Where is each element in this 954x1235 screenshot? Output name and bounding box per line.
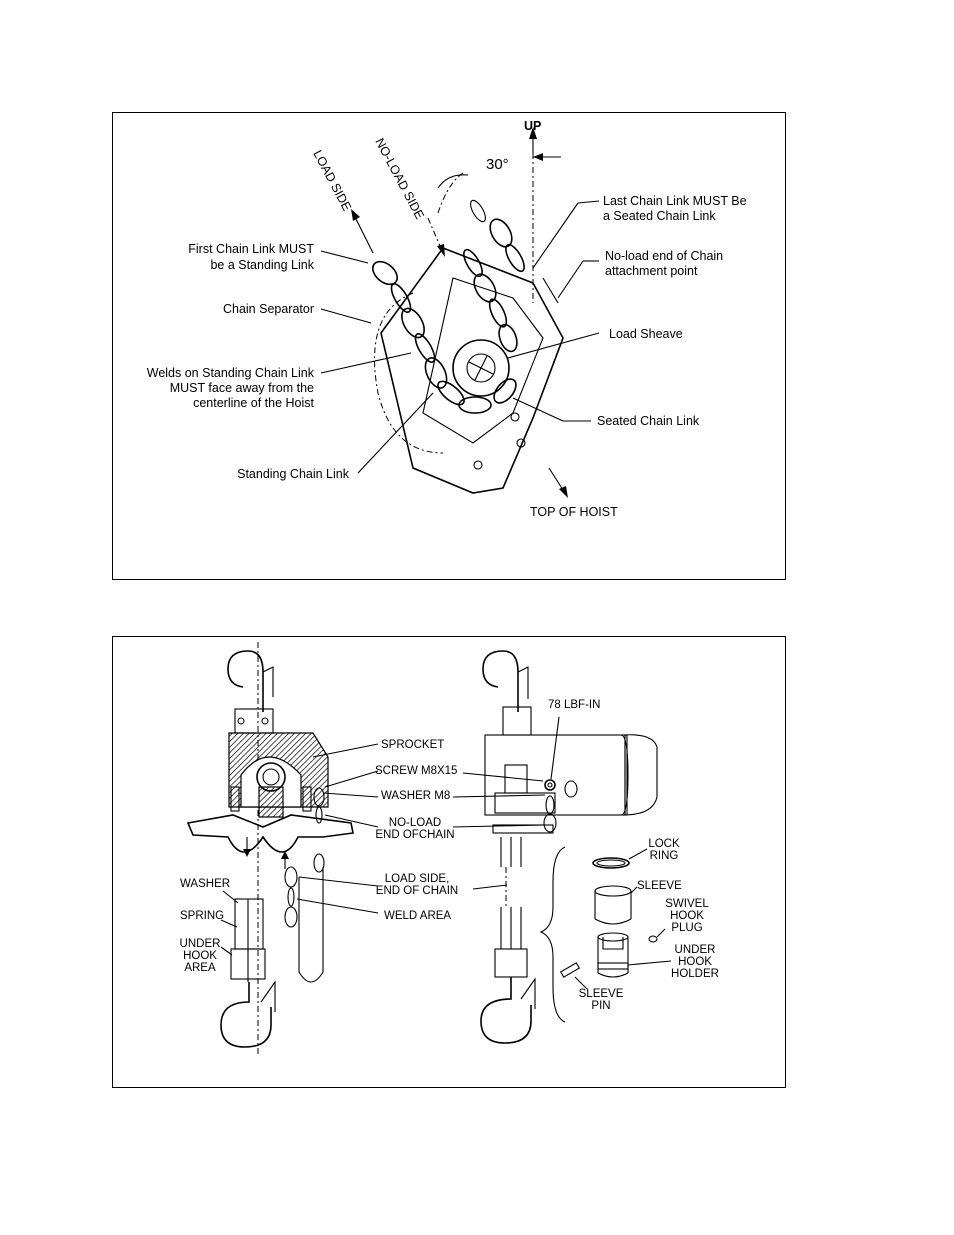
exploded-brace [539, 846, 566, 1023]
sprocket-label: SPROCKET [381, 739, 444, 751]
load-sheave-label: Load Sheave [609, 327, 683, 341]
sleeve-label: SLEEVE [637, 880, 682, 892]
left-top-hook [227, 650, 264, 712]
screw-label: SCREW M8X15 [375, 765, 457, 777]
leader-chain-separator [320, 308, 372, 324]
under-hook-area-label-2: HOOK [183, 950, 217, 962]
swivel-hook-plug-label-3: PLUG [671, 922, 702, 934]
chain-no-load-side [463, 199, 525, 353]
no-load-end-label-1: No-load end of Chain [605, 249, 723, 263]
swivel-hook-plug-label-2: HOOK [670, 910, 704, 922]
load-side-label-1: LOAD SIDE, [385, 873, 450, 885]
swivel-hook-plug [648, 935, 658, 943]
left-chain-separator [186, 814, 354, 853]
welds-label-2: MUST face away from the [170, 381, 314, 395]
last-link-label-2: a Seated Chain Link [603, 209, 716, 223]
up-label: UP [524, 119, 541, 133]
chain-separator-label: Chain Separator [223, 302, 314, 316]
sleeve-pin-label-1: SLEEVE [579, 988, 624, 1000]
under-hook-holder-label-1: UNDER [675, 944, 716, 956]
leader-load-sheave [507, 332, 600, 359]
no-load-end-label-2: attachment point [605, 264, 698, 278]
hoist-body [374, 247, 564, 494]
welds-label-1: Welds on Standing Chain Link [147, 366, 315, 380]
last-link-label-1: Last Chain Link MUST Be [603, 194, 747, 208]
up-arrowhead [529, 127, 537, 139]
hoist-assembly-drawing: SPROCKET SCREW M8X15 WASHER M8 NO-LOAD E… [180, 642, 719, 1057]
washer-m8-label: WASHER M8 [381, 790, 450, 802]
right-top-hook [482, 650, 519, 712]
load-sheave [452, 339, 510, 397]
sleeve-pin-label-2: PIN [591, 1000, 610, 1012]
load-side-label: LOAD SIDE [310, 148, 354, 213]
leader-last-link [577, 200, 600, 204]
no-load-end-label-1: NO-LOAD [389, 817, 441, 829]
standing-link-label: Standing Chain Link [237, 467, 350, 481]
under-hook-holder-label-3: HOLDER [671, 968, 719, 980]
torque-label: 78 LBF-IN [548, 699, 600, 711]
angle-label: 30° [486, 156, 509, 173]
no-load-end-tick [542, 277, 559, 304]
left-hoist [186, 642, 379, 1057]
spring-label: SPRING [180, 910, 224, 922]
load-side-label-2: END OF CHAIN [376, 885, 458, 897]
right-bottom-hook [480, 977, 532, 1044]
angle-arc [437, 172, 464, 214]
load-side-arrow [352, 212, 374, 254]
chain-installation-figure: UP 30° LOAD SIDE NO-LOAD SIDE First Chai… [112, 112, 786, 580]
washer-label: WASHER [180, 878, 230, 890]
under-hook-holder-label-2: HOOK [678, 956, 712, 968]
leader-standing-link [357, 392, 434, 474]
leader-welds [320, 352, 412, 374]
sleeve-pin [559, 962, 581, 978]
lock-ring [592, 857, 630, 869]
lock-ring-label-2: RING [650, 850, 679, 862]
chain-installation-drawing: UP 30° LOAD SIDE NO-LOAD SIDE First Chai… [147, 119, 747, 519]
exploded-parts [559, 848, 672, 990]
chain-load-side [372, 260, 517, 414]
no-load-end-label-2: END OFCHAIN [375, 829, 454, 841]
swivel-hook-plug-label-1: SWIVEL [665, 898, 709, 910]
sleeve [594, 885, 632, 897]
lock-ring-label-1: LOCK [648, 838, 680, 850]
leader-first-link [320, 250, 369, 264]
no-load-side-label: NO-LOAD SIDE [372, 136, 426, 222]
screw-m8x15 [544, 779, 556, 791]
right-hoist [452, 650, 658, 1044]
weld-area-label: WELD AREA [384, 910, 451, 922]
under-hook-area-label-1: UNDER [180, 938, 221, 950]
left-bottom-hook [220, 982, 272, 1048]
welds-label-3: centerline of the Hoist [193, 396, 314, 410]
top-of-hoist-label: TOP OF HOIST [530, 505, 618, 519]
first-link-label-2: be a Standing Link [210, 258, 314, 272]
hoist-assembly-figure: SPROCKET SCREW M8X15 WASHER M8 NO-LOAD E… [112, 636, 786, 1088]
first-link-label-1: First Chain Link MUST [188, 242, 314, 256]
seated-link-label: Seated Chain Link [597, 414, 700, 428]
under-hook-area-label-3: AREA [184, 962, 216, 974]
